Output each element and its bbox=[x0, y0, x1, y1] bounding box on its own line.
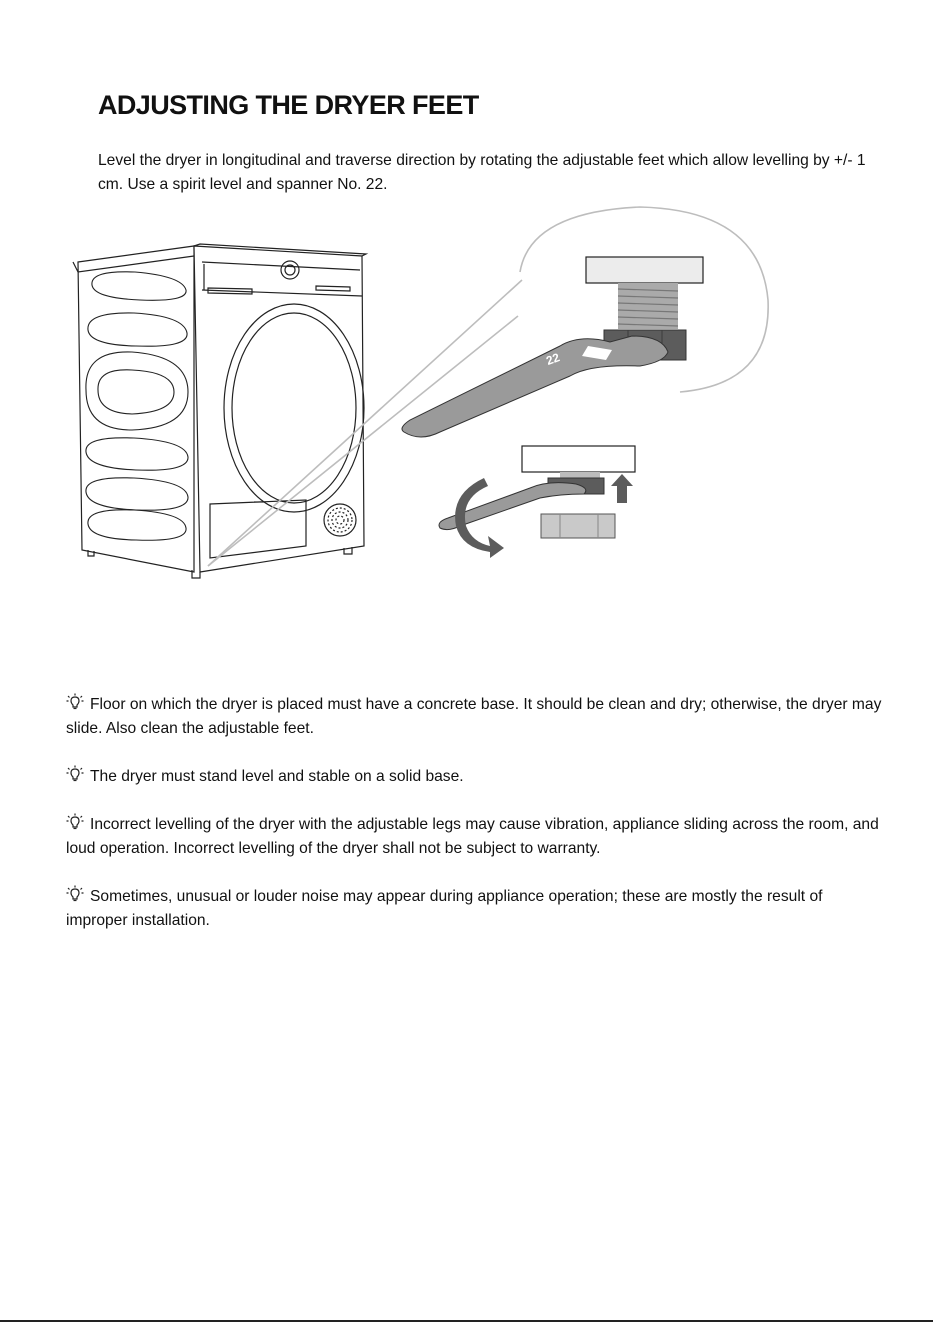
magnifier-callout bbox=[207, 206, 769, 567]
lightbulb-icon bbox=[66, 765, 84, 782]
tip-text: The dryer must stand level and stable on… bbox=[90, 768, 464, 785]
tip-text: Incorrect levelling of the dryer with th… bbox=[66, 816, 879, 857]
dryer-feet-illustration: 22 bbox=[72, 206, 769, 579]
spanner-icon: 22 bbox=[401, 335, 669, 438]
nut-icon bbox=[540, 513, 616, 539]
spanner-size-label: 22 bbox=[544, 350, 562, 368]
lightbulb-icon bbox=[66, 885, 84, 902]
tip-paragraph: The dryer must stand level and stable on… bbox=[66, 765, 886, 789]
tip-paragraph: Floor on which the dryer is placed must … bbox=[66, 693, 886, 741]
lightbulb-icon bbox=[66, 693, 84, 710]
lightbulb-icon bbox=[66, 813, 84, 830]
tip-paragraph: Sometimes, unusual or louder noise may a… bbox=[66, 885, 886, 933]
tip-paragraph: Incorrect levelling of the dryer with th… bbox=[66, 813, 886, 861]
page-bottom-rule bbox=[0, 1320, 933, 1322]
intro-paragraph: Level the dryer in longitudinal and trav… bbox=[98, 152, 866, 193]
page-title: ADJUSTING THE DRYER FEET bbox=[98, 90, 479, 120]
rotate-arrow-icon bbox=[455, 478, 504, 558]
tip-text: Sometimes, unusual or louder noise may a… bbox=[66, 888, 823, 929]
foot-adjust-diagram bbox=[438, 445, 636, 558]
tip-text: Floor on which the dryer is placed must … bbox=[66, 696, 882, 737]
up-arrow-icon bbox=[611, 474, 633, 503]
dryer-illustration bbox=[72, 243, 369, 579]
